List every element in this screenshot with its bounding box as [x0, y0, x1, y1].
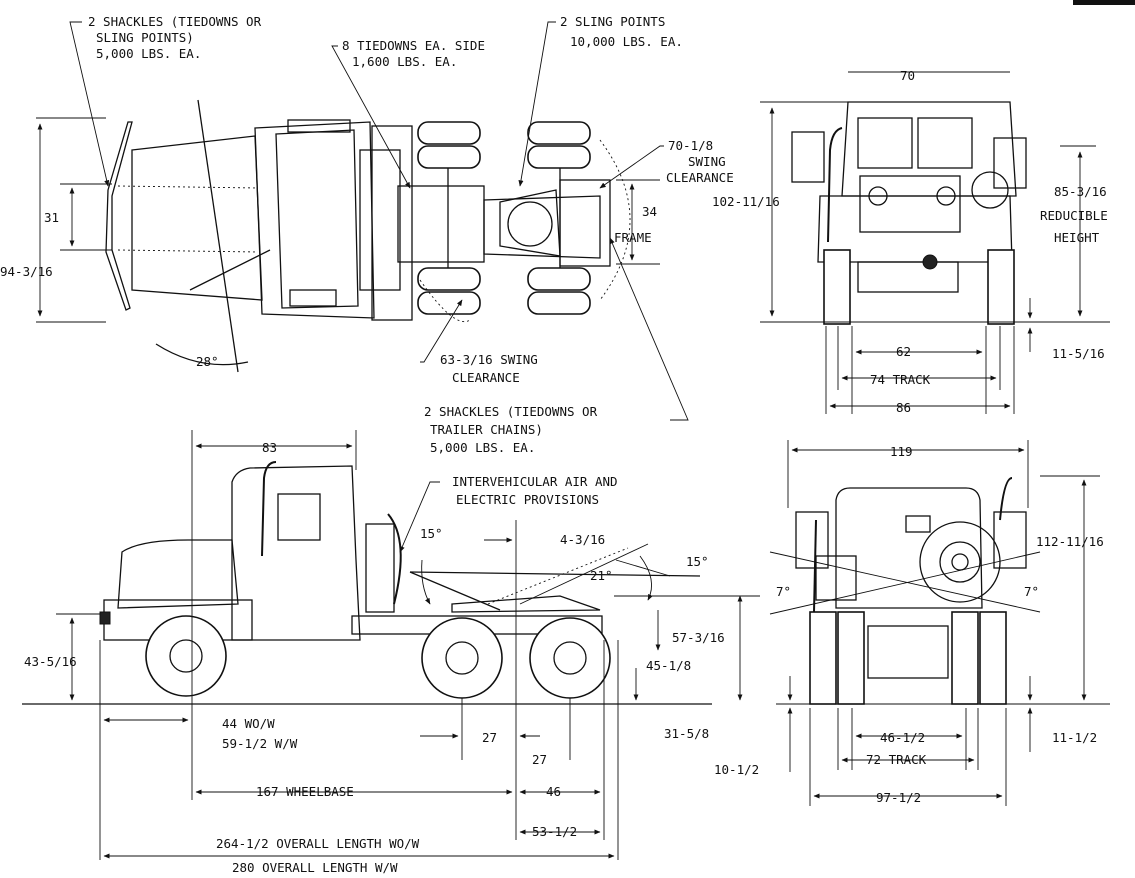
label-axle-offset-2: 27: [532, 752, 547, 767]
label-rear-width: 119: [890, 444, 913, 459]
label-front-width: 31: [44, 210, 59, 225]
label-rear-ground-right: 11-1/2: [1052, 730, 1097, 745]
label-frame: FRAME: [614, 230, 652, 245]
label-rear-overall: 97-1/2: [876, 790, 921, 805]
label-rear-height: 112-11/16: [1036, 534, 1104, 549]
rear-view: [769, 440, 1110, 806]
label-frame-width: 34: [642, 204, 657, 219]
label-reducible-line1: 85-3/16: [1054, 184, 1107, 199]
label-front-track: 74 TRACK: [870, 372, 931, 387]
front-view: [760, 71, 1110, 414]
label-rear-overhang: 53-1/2: [532, 824, 577, 839]
label-cab-length: 83: [262, 440, 277, 455]
label-rear-height: 45-1/8: [646, 658, 691, 673]
label-front-overall: 86: [896, 400, 911, 415]
label-front-inner: 62: [896, 344, 911, 359]
label-front-overall-height: 102-11/16: [712, 194, 780, 209]
label-air-line2: ELECTRIC PROVISIONS: [456, 492, 599, 507]
label-swing-front-line1: 63-3/16 SWING: [440, 352, 538, 367]
label-overall-length-w: 280 OVERALL LENGTH W/W: [232, 860, 398, 875]
label-rear-shackles-line3: 5,000 LBS. EA.: [430, 440, 535, 455]
label-rear-inner: 46-1/2: [880, 730, 925, 745]
label-tiedowns-line1: 8 TIEDOWNS EA. SIDE: [342, 38, 485, 53]
label-shackles-front-line3: 5,000 LBS. EA.: [96, 46, 201, 61]
label-overall-length-wo: 264-1/2 OVERALL LENGTH WO/W: [216, 836, 420, 851]
label-angle-right: 15°: [686, 554, 709, 569]
label-fifth-wheel-height: 57-3/16: [672, 630, 725, 645]
label-swing-rear-line3: CLEARANCE: [666, 170, 734, 185]
label-overall-width: 94-3/16: [0, 264, 53, 279]
label-front-height: 43-5/16: [24, 654, 77, 669]
label-front-top-width: 70: [900, 68, 915, 83]
label-rear-shackles-line1: 2 SHACKLES (TIEDOWNS OR: [424, 404, 598, 419]
label-rear-track: 72 TRACK: [866, 752, 927, 767]
label-front-clearance: 11-5/16: [1052, 346, 1105, 361]
label-angle-up: 21°: [590, 568, 613, 583]
label-tandem-spacing: 46: [546, 784, 561, 799]
label-rear-angle-right: 7°: [1024, 584, 1039, 599]
side-view: [22, 430, 760, 860]
label-sling-points-line2: 10,000 LBS. EA.: [570, 34, 683, 49]
label-shackles-front-line2: SLING POINTS): [96, 30, 194, 45]
top-view: [36, 21, 689, 421]
label-rear-angle-left: 7°: [776, 584, 791, 599]
label-swing-rear-line2: SWING: [688, 154, 726, 169]
label-axle-offset-1: 27: [482, 730, 497, 745]
label-shackles-front-line1: 2 SHACKLES (TIEDOWNS OR: [88, 14, 262, 29]
label-reducible-line2: REDUCIBLE: [1040, 208, 1108, 223]
label-sling-points-line1: 2 SLING POINTS: [560, 14, 665, 29]
label-reducible-line3: HEIGHT: [1054, 230, 1100, 245]
label-front-overhang-wo: 44 WO/W: [222, 716, 275, 731]
label-angle-left: 15°: [420, 526, 443, 541]
label-turn-angle: 28°: [196, 354, 219, 369]
corner-tab: [1073, 0, 1135, 5]
label-swing-rear-line1: 70-1/8: [668, 138, 713, 153]
label-rear-clearance: 31-5/8: [664, 726, 709, 741]
label-swing-front-line2: CLEARANCE: [452, 370, 520, 385]
label-air-line1: INTERVEHICULAR AIR AND: [452, 474, 618, 489]
label-front-overhang-w: 59-1/2 W/W: [222, 736, 298, 751]
label-wheelbase: 167 WHEELBASE: [256, 784, 354, 799]
label-tiedowns-line2: 1,600 LBS. EA.: [352, 54, 457, 69]
label-rear-ground-left: 10-1/2: [714, 762, 759, 777]
label-fifth-wheel-offset: 4-3/16: [560, 532, 605, 547]
label-rear-shackles-line2: TRAILER CHAINS): [430, 422, 543, 437]
